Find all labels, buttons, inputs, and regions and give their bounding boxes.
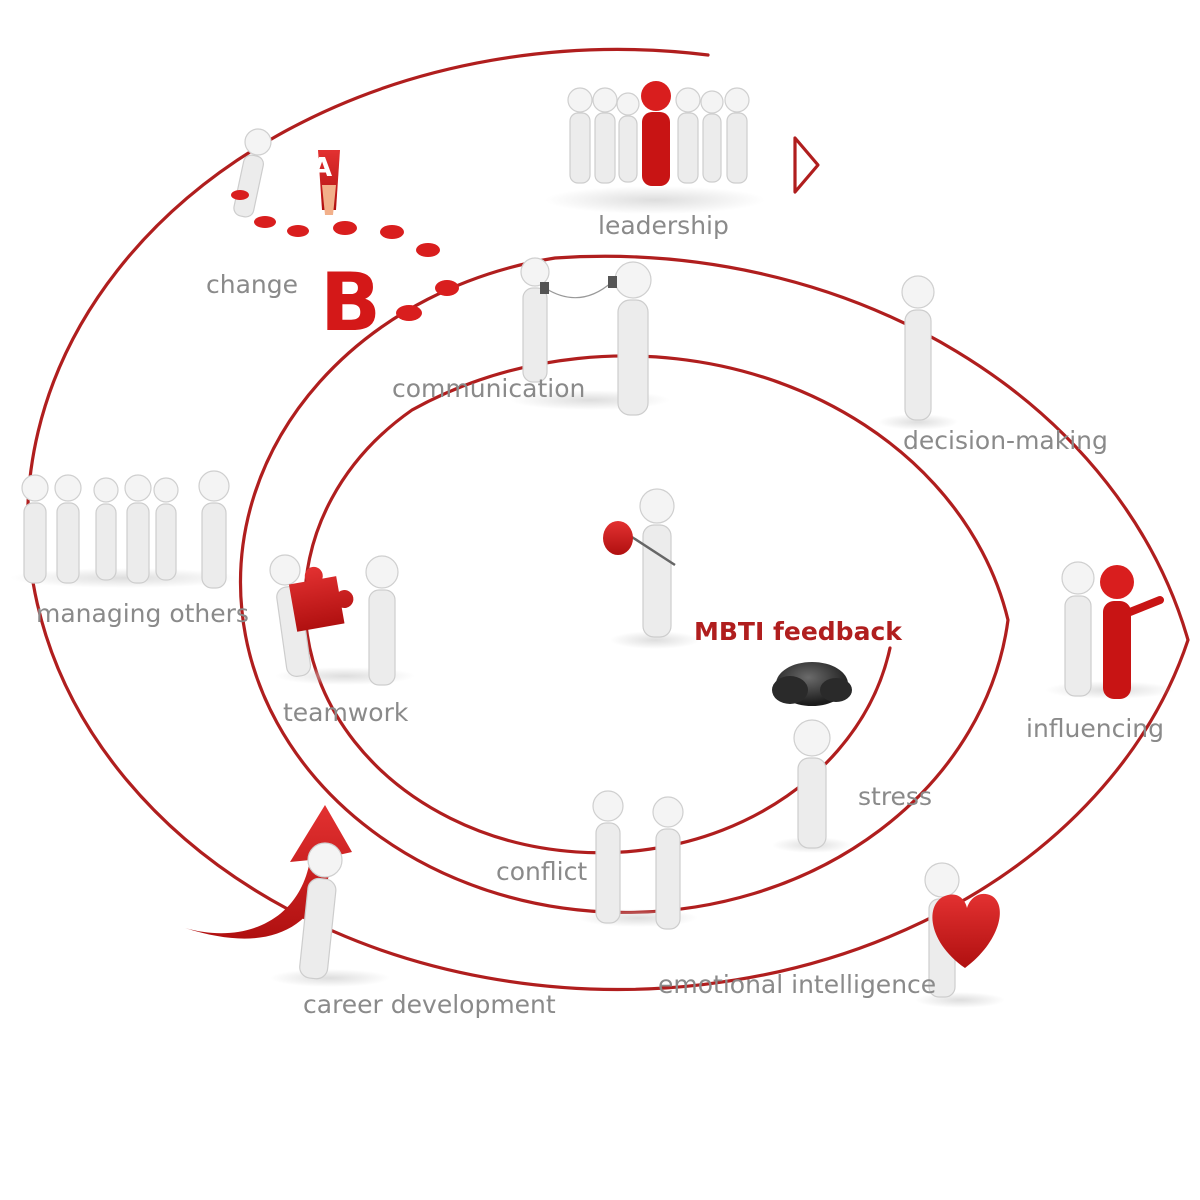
label-career-development: career development (303, 990, 556, 1019)
label-change: change (206, 270, 298, 299)
label-stress: stress (858, 782, 932, 811)
handshake-line-icon (10, 470, 240, 589)
traveler-bindle-icon (603, 488, 700, 649)
letter-a: A (312, 153, 332, 183)
thinking-figure-icon (878, 275, 958, 430)
label-conflict: conflict (496, 857, 587, 886)
red-figure-pointing-icon (1045, 561, 1175, 699)
label-teamwork: teamwork (283, 698, 409, 727)
label-managing-others: managing others (36, 599, 249, 628)
tin-can-phone-icon (510, 257, 670, 416)
puzzle-piece-icon (269, 554, 415, 686)
rising-arrow-icon (185, 805, 390, 987)
ab-path-icon: A B (231, 128, 459, 349)
spiral-line (26, 47, 1190, 992)
letter-b: B (320, 256, 381, 349)
storm-cloud-icon (772, 662, 852, 853)
label-influencing: influencing (1026, 714, 1164, 743)
back-to-back-icon (578, 790, 698, 930)
heart-icon (915, 862, 1005, 1008)
label-communication: communication (392, 374, 585, 403)
play-triangle-icon (793, 136, 820, 194)
center-label: MBTI feedback (694, 617, 903, 646)
leader-crowd-icon (545, 81, 765, 214)
label-emotional-intelligence: emotional intelligence (658, 970, 936, 999)
label-decision-making: decision-making (903, 426, 1108, 455)
label-leadership: leadership (598, 211, 729, 240)
